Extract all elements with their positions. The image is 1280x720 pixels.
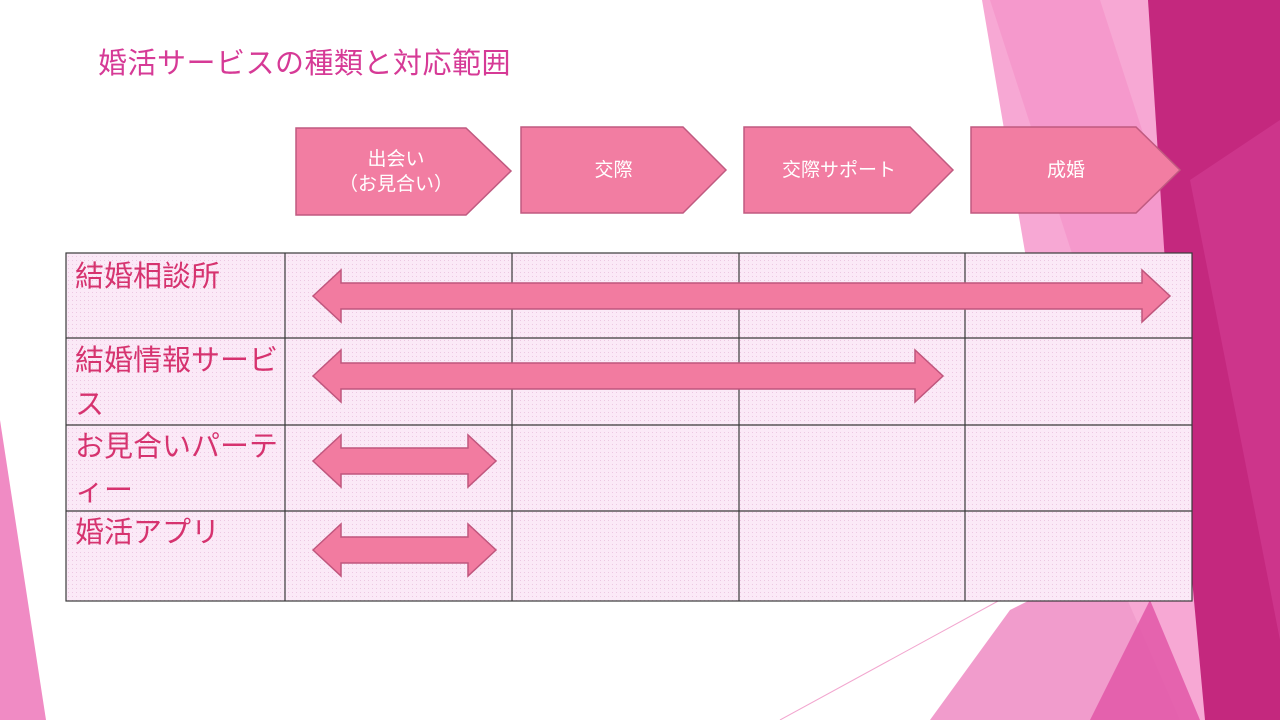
stage-chevron-4: [970, 126, 1182, 214]
coverage-arrow-3: [311, 433, 498, 489]
coverage-arrow-1: [311, 268, 1172, 324]
bg-left-sliver: [0, 420, 46, 720]
bg-facet-accent: [1190, 120, 1280, 640]
stage-label-2: 交際: [594, 158, 633, 181]
stage-chevron-1: [295, 127, 513, 216]
row-label-marriage-info-service: 結婚情報サービス: [75, 343, 279, 421]
row-label-matchmaking-party: お見合いパーティー: [75, 429, 279, 507]
coverage-arrow-4: [311, 522, 498, 578]
bg-thin-line: [779, 599, 1001, 720]
bg-facet-bottom-dark: [1090, 600, 1200, 720]
row-label-dating-app: 婚活アプリ: [75, 515, 221, 549]
stage-label-4: 成婚: [1046, 158, 1085, 181]
coverage-arrow-2: [311, 348, 945, 404]
stage-chevron-2: [520, 126, 728, 214]
table-background: [66, 253, 1192, 601]
stage-label-1: 出会い （お見合い）: [338, 147, 453, 195]
coverage-arrows: [311, 268, 1172, 578]
table-grid: [65, 252, 1193, 602]
stage-label-3: 交際サポート: [781, 158, 896, 181]
slide-title: 婚活サービスの種類と対応範囲: [98, 46, 512, 80]
stage-chevron-3: [743, 126, 955, 214]
row-label-marriage-agency: 結婚相談所: [75, 259, 221, 293]
